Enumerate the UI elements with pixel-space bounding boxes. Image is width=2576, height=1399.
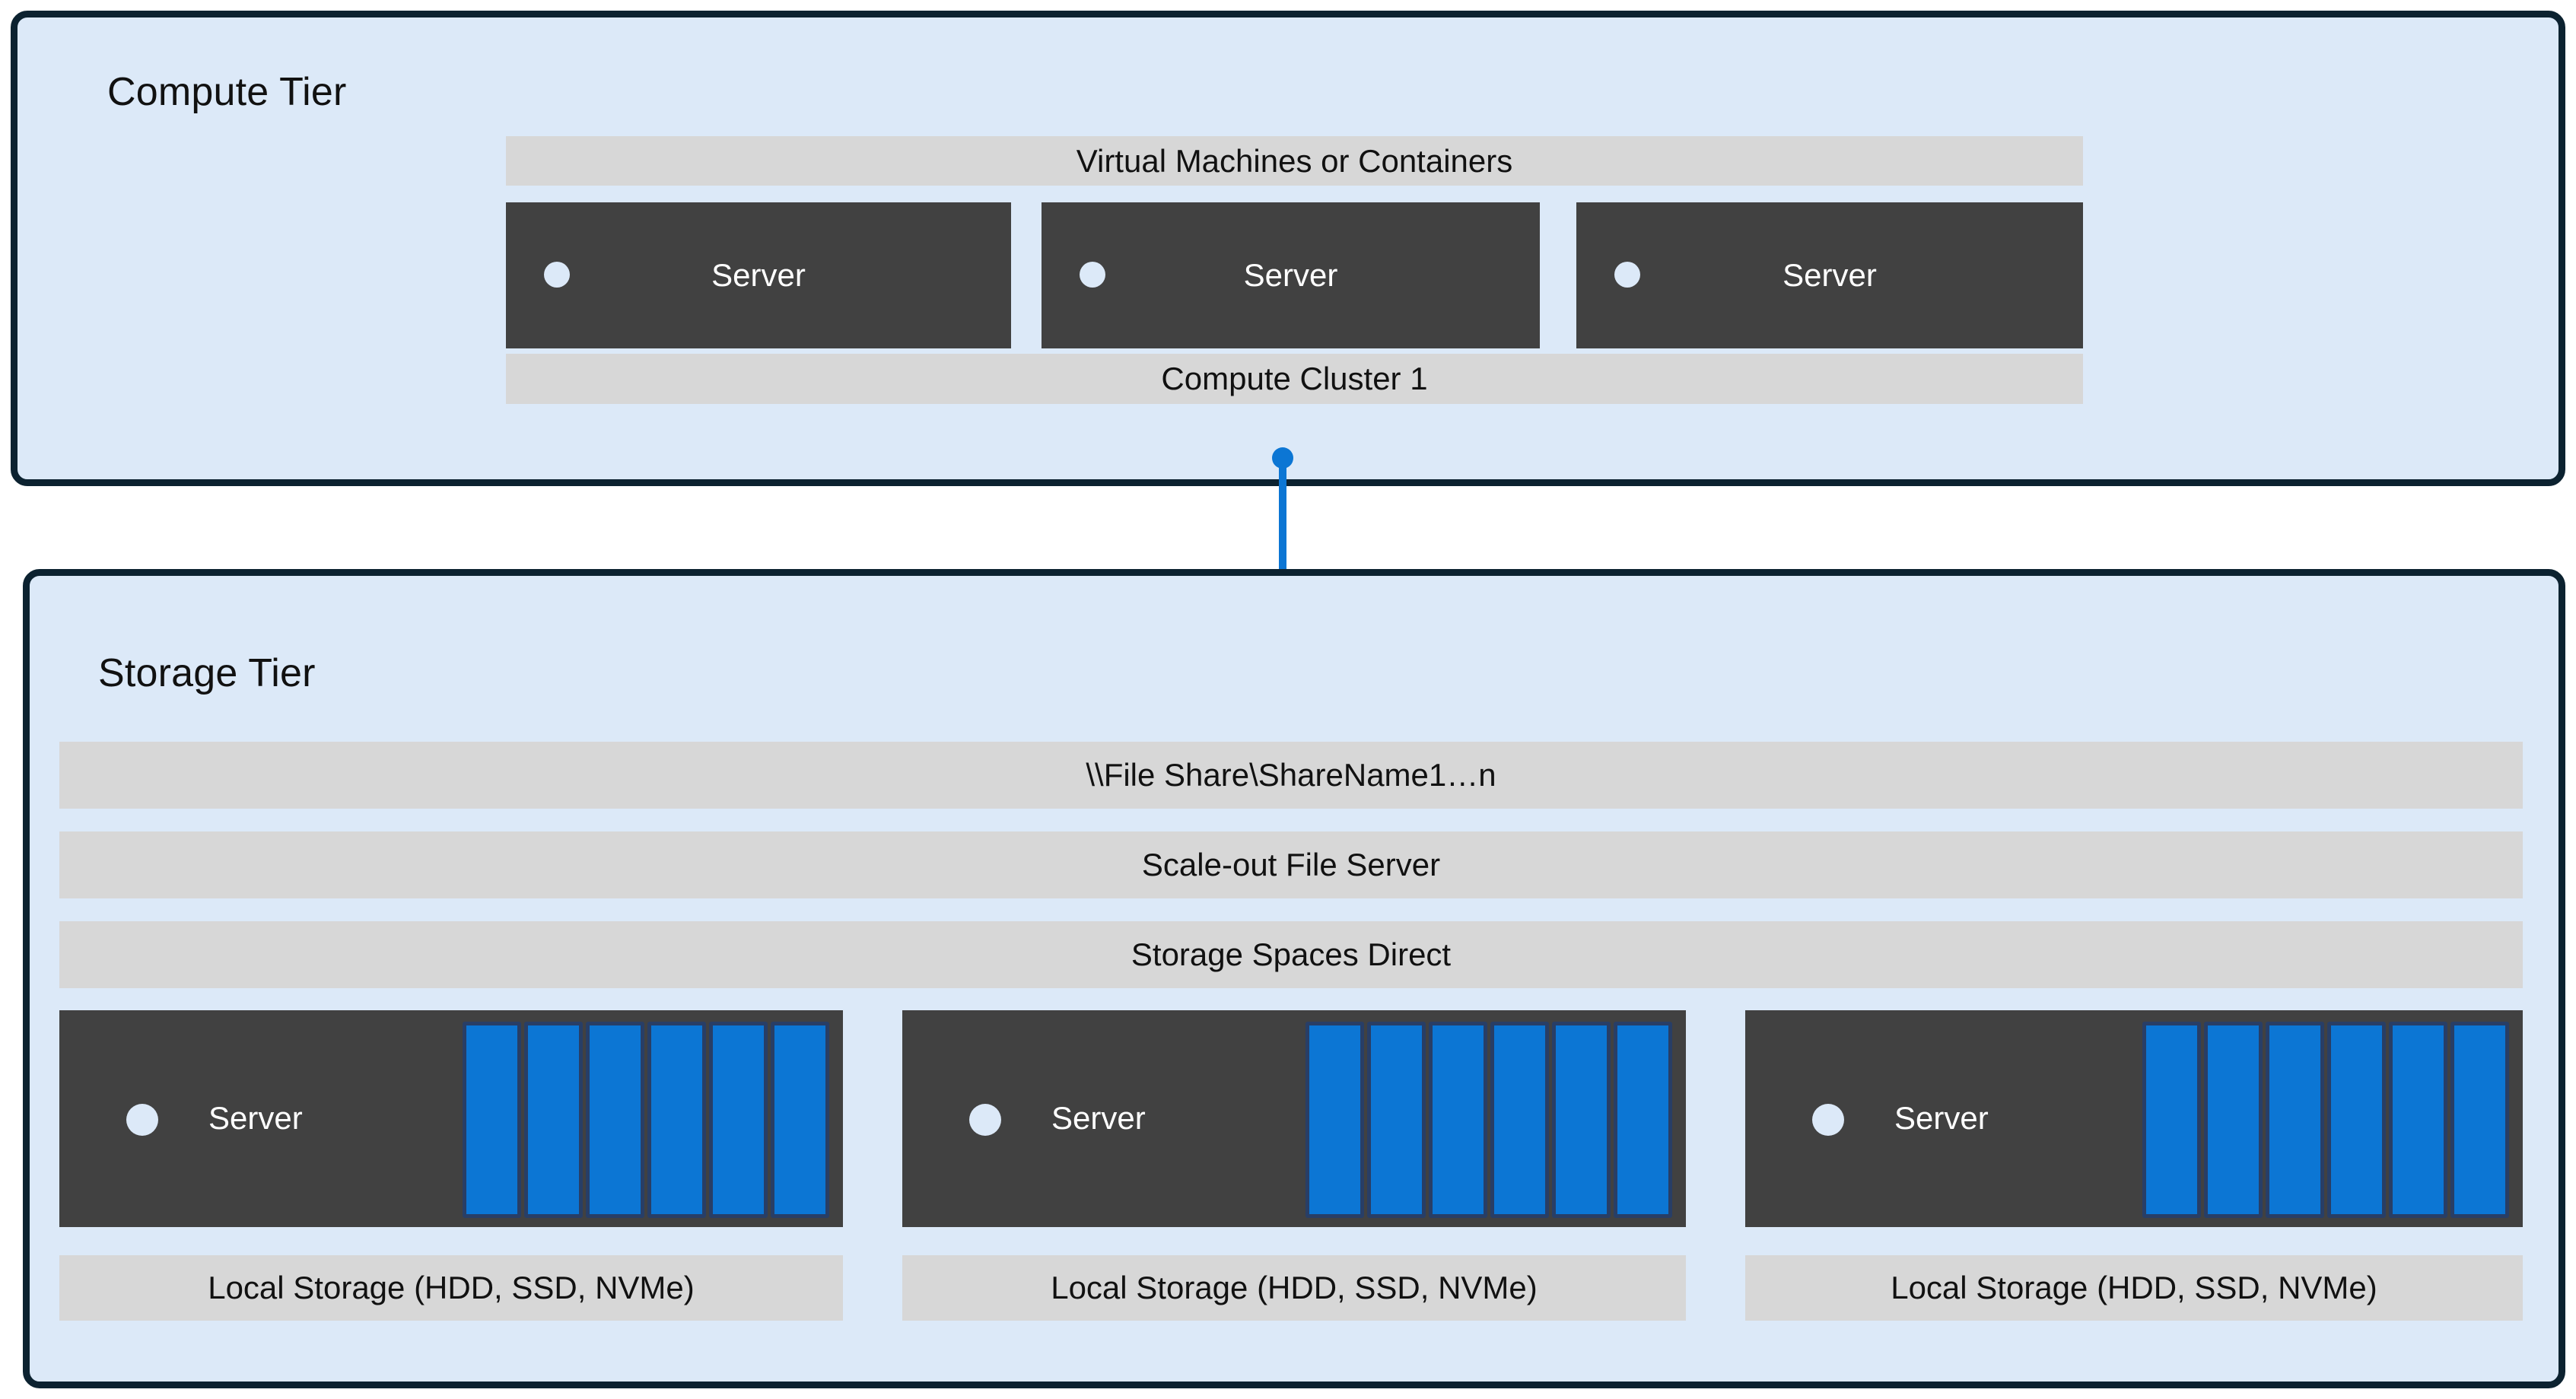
storage-spaces-direct-band: Storage Spaces Direct bbox=[59, 921, 2523, 988]
disk-drive-icon bbox=[709, 1022, 768, 1218]
scale-out-file-server-band: Scale-out File Server bbox=[59, 831, 2523, 898]
disk-drive-icon bbox=[1490, 1022, 1549, 1218]
disk-array-2 bbox=[1305, 1022, 1672, 1218]
connector-line bbox=[1279, 455, 1286, 611]
status-dot-icon bbox=[969, 1104, 1001, 1136]
compute-cluster-band-label: Compute Cluster 1 bbox=[1161, 361, 1428, 396]
storage-server-label-2: Server bbox=[1051, 1100, 1146, 1136]
compute-cluster-band: Compute Cluster 1 bbox=[506, 354, 2083, 404]
compute-server-block-1[interactable]: Server bbox=[506, 202, 1011, 348]
virtual-machines-band-label: Virtual Machines or Containers bbox=[1076, 142, 1513, 179]
disk-drive-icon bbox=[2142, 1022, 2201, 1218]
disk-drive-icon bbox=[463, 1022, 521, 1218]
compute-server-label-1: Server bbox=[711, 257, 806, 293]
disk-drive-icon bbox=[1367, 1022, 1426, 1218]
compute-server-label-2: Server bbox=[1243, 257, 1338, 293]
local-storage-band-label-2: Local Storage (HDD, SSD, NVMe) bbox=[1051, 1270, 1538, 1305]
disk-drive-icon bbox=[2266, 1022, 2324, 1218]
local-storage-band-2: Local Storage (HDD, SSD, NVMe) bbox=[902, 1255, 1686, 1321]
virtual-machines-band: Virtual Machines or Containers bbox=[506, 136, 2083, 186]
disk-drive-icon bbox=[1429, 1022, 1487, 1218]
local-storage-band-label-3: Local Storage (HDD, SSD, NVMe) bbox=[1891, 1270, 2377, 1305]
storage-server-block-2[interactable]: Server bbox=[902, 1010, 1686, 1227]
disk-array-3 bbox=[2142, 1022, 2509, 1218]
disk-drive-icon bbox=[524, 1022, 583, 1218]
file-share-band-label: \\File Share\ShareName1…n bbox=[1086, 757, 1496, 793]
storage-tier-title: Storage Tier bbox=[98, 651, 316, 695]
local-storage-band-label-1: Local Storage (HDD, SSD, NVMe) bbox=[208, 1270, 695, 1305]
disk-drive-icon bbox=[1305, 1022, 1364, 1218]
disk-drive-icon bbox=[2389, 1022, 2447, 1218]
storage-server-block-3[interactable]: Server bbox=[1745, 1010, 2523, 1227]
compute-server-label-3: Server bbox=[1783, 257, 1877, 293]
disk-drive-icon bbox=[2450, 1022, 2509, 1218]
storage-server-label-3: Server bbox=[1894, 1100, 1989, 1136]
compute-tier-title: Compute Tier bbox=[107, 70, 347, 114]
local-storage-band-1: Local Storage (HDD, SSD, NVMe) bbox=[59, 1255, 843, 1321]
local-storage-band-3: Local Storage (HDD, SSD, NVMe) bbox=[1745, 1255, 2523, 1321]
disk-drive-icon bbox=[586, 1022, 644, 1218]
compute-server-block-3[interactable]: Server bbox=[1576, 202, 2083, 348]
storage-server-block-1[interactable]: Server bbox=[59, 1010, 843, 1227]
disk-drive-icon bbox=[1552, 1022, 1611, 1218]
file-share-band: \\File Share\ShareName1…n bbox=[59, 742, 2523, 809]
compute-server-block-2[interactable]: Server bbox=[1042, 202, 1540, 348]
disk-drive-icon bbox=[2327, 1022, 2386, 1218]
storage-spaces-direct-band-label: Storage Spaces Direct bbox=[1131, 936, 1452, 972]
status-dot-icon bbox=[1812, 1104, 1844, 1136]
storage-server-label-1: Server bbox=[208, 1100, 303, 1136]
disk-drive-icon bbox=[771, 1022, 829, 1218]
disk-drive-icon bbox=[2204, 1022, 2263, 1218]
status-dot-icon bbox=[126, 1104, 158, 1136]
disk-drive-icon bbox=[647, 1022, 706, 1218]
status-dot-icon bbox=[544, 262, 570, 288]
status-dot-icon bbox=[1080, 262, 1105, 288]
disk-drive-icon bbox=[1614, 1022, 1672, 1218]
scale-out-file-server-band-label: Scale-out File Server bbox=[1141, 847, 1441, 882]
status-dot-icon bbox=[1614, 262, 1640, 288]
disk-array-1 bbox=[463, 1022, 829, 1218]
